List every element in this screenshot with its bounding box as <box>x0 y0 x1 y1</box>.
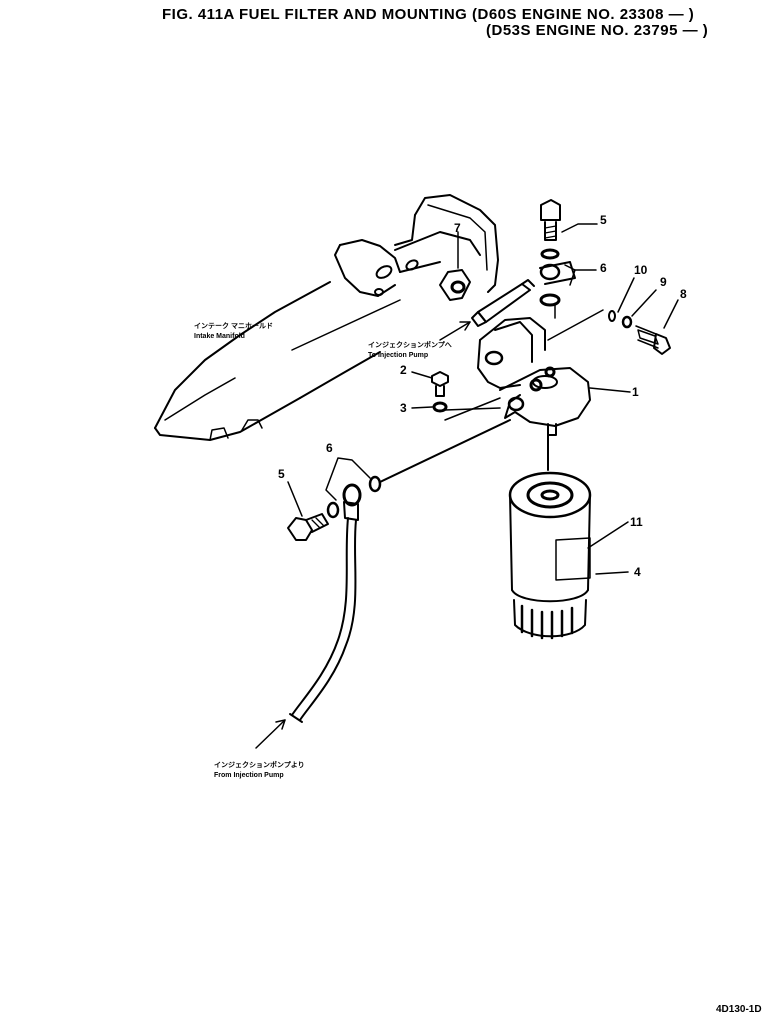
pipe-to-injection-pump <box>471 279 535 327</box>
lower-banjo-bolt <box>287 475 382 541</box>
part-number-3: 3 <box>400 401 407 415</box>
drawing-code: 4D130-1D <box>716 1004 762 1015</box>
part-number-7: 7 <box>454 221 461 235</box>
upper-banjo-bolt <box>539 199 576 307</box>
part-number-4: 4 <box>634 565 641 579</box>
intake-manifold <box>154 194 499 441</box>
figure-title-line-2: (D53S ENGINE NO. 23795 — ) <box>486 22 709 39</box>
part-number-6-lower: 6 <box>326 441 333 455</box>
from-injection-pump-label-jp: インジェクションポンプより <box>214 762 305 769</box>
leader-lines <box>255 223 679 749</box>
from-injection-pump-label-en: From Injection Pump <box>214 772 284 779</box>
bolt-2 <box>431 371 449 413</box>
part-number-5-upper: 5 <box>600 213 607 227</box>
part-number-6-upper: 6 <box>600 261 607 275</box>
part-number-9: 9 <box>660 275 667 289</box>
part-number-5-lower: 5 <box>278 467 285 481</box>
part-number-1: 1 <box>632 385 639 399</box>
part-number-10: 10 <box>634 263 648 277</box>
part-number-11: 11 <box>630 515 643 529</box>
to-injection-pump-label-en: To Injection Pump <box>368 352 429 359</box>
intake-manifold-label-jp: インテーク マニホールド <box>194 323 273 330</box>
bolt-8 <box>608 310 671 355</box>
hose-from-injection-pump <box>289 517 357 723</box>
to-injection-pump-label-jp: インジェクションポンプへ <box>368 342 452 349</box>
part-number-2: 2 <box>400 363 407 377</box>
part-number-8: 8 <box>680 287 687 301</box>
figure-title-line-1: FIG. 411A FUEL FILTER AND MOUNTING (D60S… <box>162 6 695 23</box>
filter-cartridge <box>508 471 592 640</box>
filter-head <box>477 317 591 436</box>
intake-manifold-label-en: Intake Manifold <box>194 333 245 340</box>
